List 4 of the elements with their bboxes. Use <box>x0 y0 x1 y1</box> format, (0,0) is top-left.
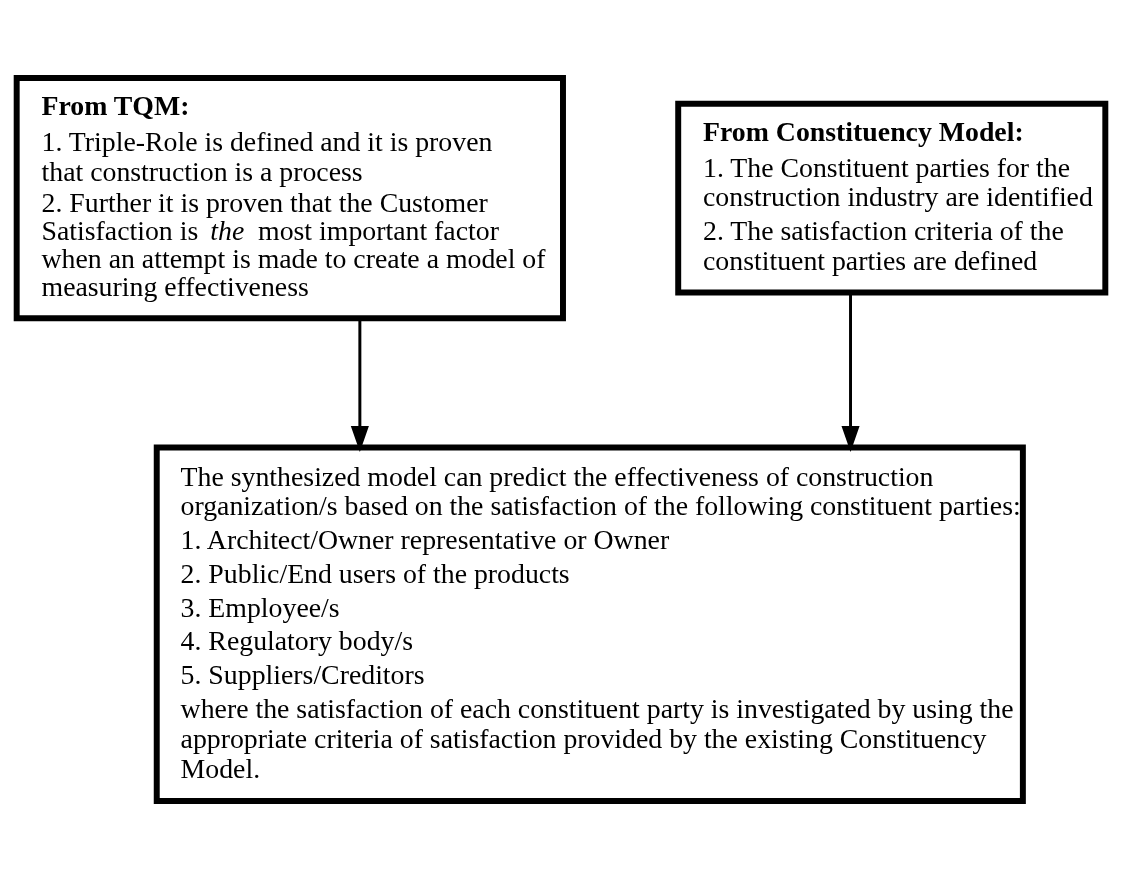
node-box: From Constituency Model: 1. The Constituent parties for the construction industry are identified 2. The satisfaction criteria of the constituent parties are defined <box>675 100 1109 295</box>
node-box: The synthesized model can predict the effectiveness of construction organization/s based on the satisfaction of the following constituent parties: 1. Architect/Owner representative or Owner 2. Public/End users of the products 3. Employee/s 4. Regulatory body/s 5. Suppliers/Creditors where the satisfaction of each constituent party is investigated by using the appropriate criteria of satisfaction provided by the existing Constituency Model. <box>153 443 1026 804</box>
node-box: From TQM: 1. Triple-Role is defined and it is proven that construction is a process 2. Further it is proven that the Customer Satisfaction is the most important factor when an attempt is made to create a model of measuring effectiveness <box>13 74 566 321</box>
arrow <box>841 292 860 452</box>
